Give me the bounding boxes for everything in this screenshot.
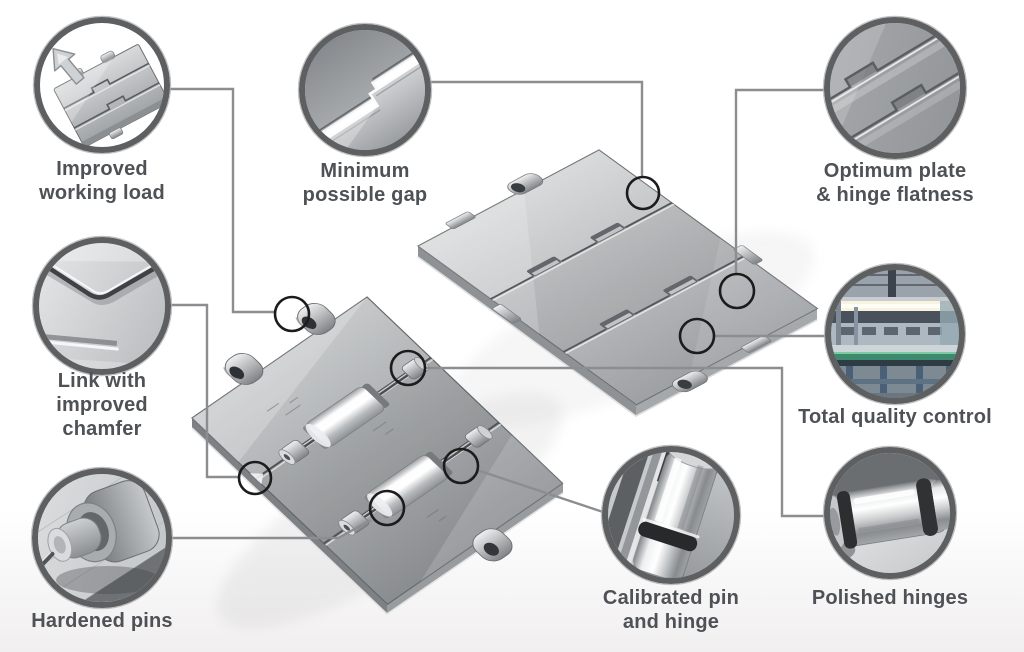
- label-line: improved: [56, 394, 148, 416]
- callout-total-quality-control: [823, 262, 967, 406]
- callout-polished-hinges: [822, 445, 958, 581]
- label-hardened-pins: Hardened pins: [7, 609, 197, 633]
- hinge-knuckle: [671, 370, 708, 393]
- label-line: Calibrated pin: [602, 587, 740, 609]
- label-line: Hardened pins: [31, 610, 173, 632]
- label-line: Polished hinges: [811, 587, 969, 609]
- marker-improved-working-load: [273, 295, 311, 333]
- label-link-improved-chamfer: Link with improved chamfer: [12, 369, 192, 441]
- label-optimum-plate-hinge-flatness: Optimum plate & hinge flatness: [780, 159, 1010, 207]
- polished-hinge-icon: [830, 453, 950, 573]
- label-line: Improved: [56, 158, 148, 180]
- label-line: working load: [39, 182, 165, 204]
- label-line: & hinge flatness: [816, 184, 974, 206]
- chain-link-arrow-icon: [52, 44, 164, 147]
- hinge-loop: [472, 528, 513, 562]
- stamp-marks: [266, 396, 480, 522]
- hinge-loop: [295, 303, 336, 335]
- slat-chain-top-view: [416, 149, 819, 417]
- label-line: possible gap: [302, 184, 428, 206]
- connector-minimum-possible-gap: [427, 80, 644, 177]
- hinge-joint: [490, 202, 675, 301]
- marker-calibrated-pin-hinge: [442, 447, 480, 485]
- connector-hardened-pins: [169, 518, 372, 540]
- chain-pin: [338, 425, 493, 536]
- connector-link-improved-chamfer: [167, 303, 238, 479]
- label-improved-working-load: Improved working load: [7, 157, 197, 205]
- label-line: chamfer: [62, 418, 142, 440]
- label-polished-hinges: Polished hinges: [790, 586, 990, 610]
- marker-optimum-plate-hinge-flatness: [718, 272, 756, 310]
- connector-calibrated-pin-hinge: [476, 468, 607, 515]
- label-calibrated-pin-hinge: Calibrated pin and hinge: [571, 586, 771, 634]
- callout-improved-working-load: [32, 15, 172, 155]
- label-line: Minimum: [320, 160, 410, 182]
- hinge-loop: [223, 353, 264, 385]
- label-minimum-possible-gap: Minimum possible gap: [265, 159, 465, 207]
- label-line: Optimum plate: [823, 160, 967, 182]
- connector-improved-working-load: [166, 87, 274, 314]
- callout-hardened-pins: [30, 466, 174, 610]
- marker-total-quality-control: [678, 317, 716, 355]
- label-line: Link with: [57, 370, 147, 392]
- marker-link-improved-chamfer: [237, 460, 273, 496]
- hinge-knuckle: [507, 173, 544, 195]
- load-direction-arrow-icon: [52, 47, 85, 85]
- label-line: Total quality control: [798, 406, 992, 428]
- marker-polished-hinges: [389, 349, 427, 387]
- label-line: and hinge: [622, 611, 720, 633]
- connector-polished-hinges: [425, 366, 826, 518]
- marker-minimum-possible-gap: [625, 175, 661, 211]
- slat-chain-bottom-view: [191, 296, 564, 616]
- connector-optimum-plate-hinge-flatness: [734, 88, 826, 273]
- label-total-quality-control: Total quality control: [780, 405, 1010, 429]
- marker-hardened-pins: [368, 489, 406, 527]
- chain-pin: [278, 357, 430, 465]
